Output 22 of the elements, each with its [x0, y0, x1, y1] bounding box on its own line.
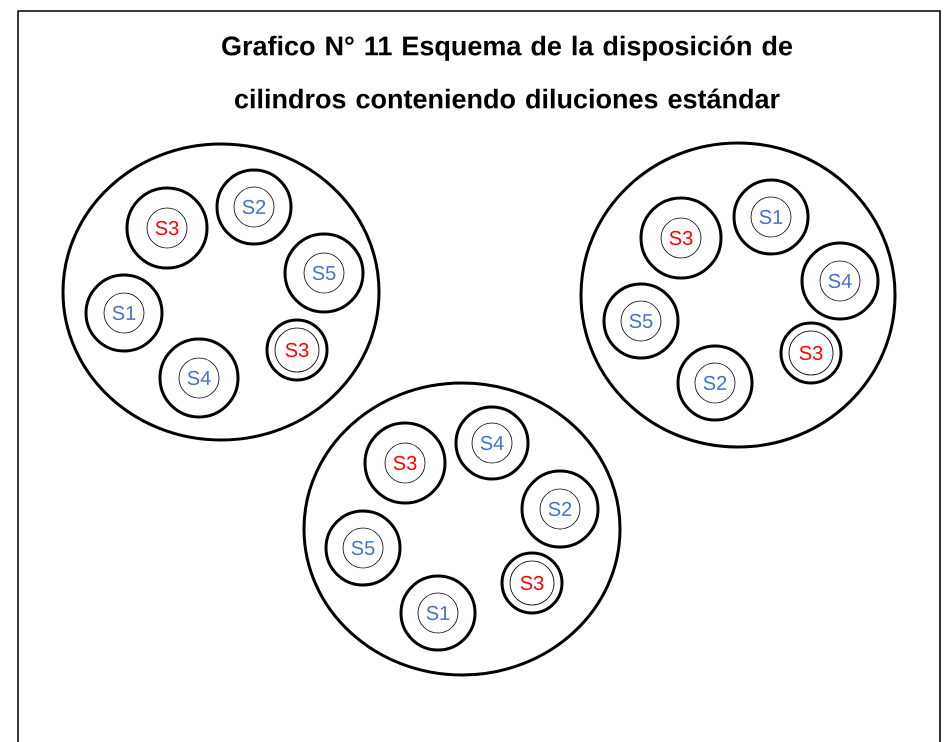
cylinder-circle [676, 344, 754, 422]
cylinder-circle [780, 322, 842, 384]
cylinder-circle [400, 574, 476, 652]
plate-circle [302, 382, 622, 676]
cylinder-circle [284, 232, 364, 314]
title: Grafico N° 11 Esquema de la disposición de cilindros conteniendo diluciones estándar [222, 35, 792, 109]
cylinder-circle [640, 196, 722, 280]
plate-circle [580, 142, 896, 448]
cylinder-circle [364, 422, 446, 504]
plate-circle [62, 142, 380, 442]
cylinder-circle [126, 186, 208, 270]
cylinder-circle [454, 406, 530, 480]
cylinder-circle [266, 318, 328, 382]
cylinder-circle [732, 178, 810, 256]
cylinder-circle [602, 282, 680, 360]
cylinder-circle [520, 470, 600, 548]
cylinder-circle [84, 274, 164, 352]
cylinder-circle [216, 168, 292, 246]
cylinder-circle [500, 552, 564, 614]
cylinder-circle [800, 242, 880, 320]
cylinder-circle [324, 510, 402, 586]
cylinder-circle [158, 338, 240, 418]
